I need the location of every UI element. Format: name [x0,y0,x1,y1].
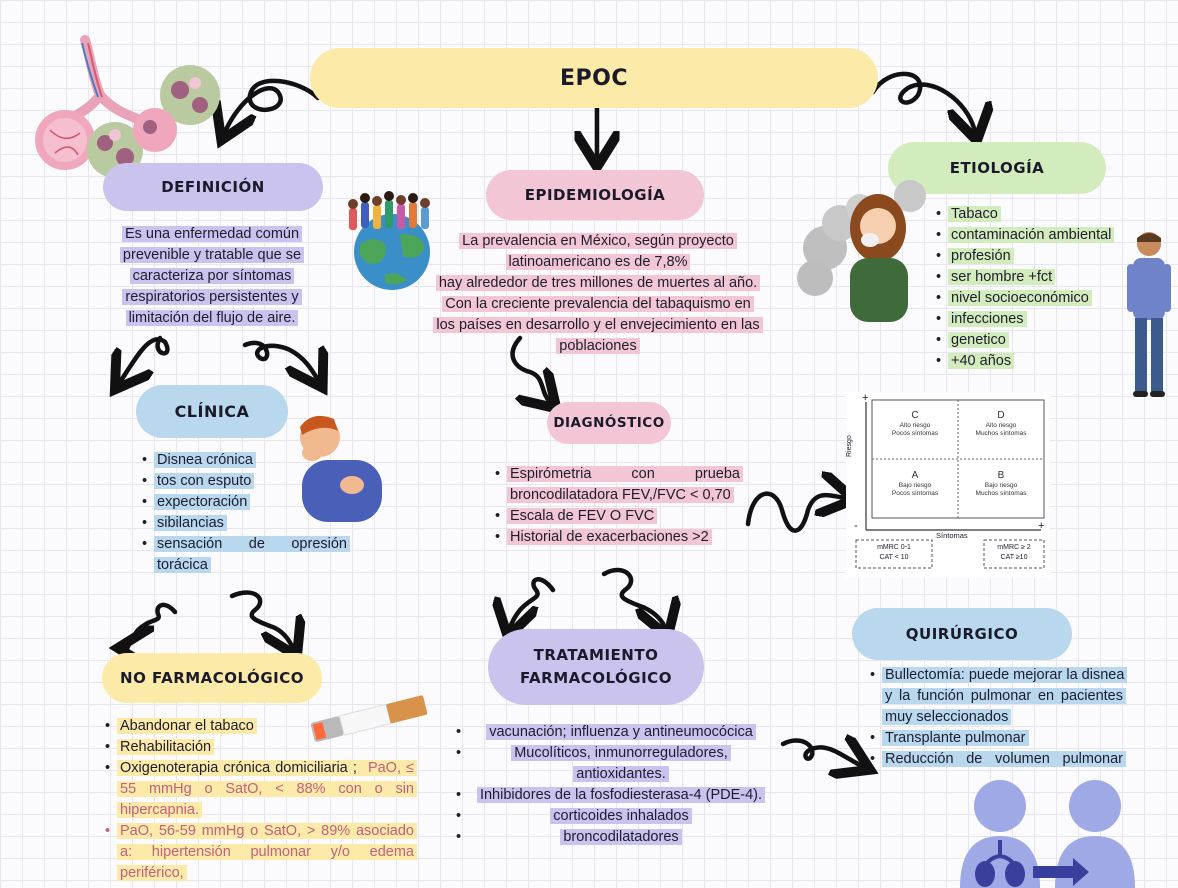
arrow-def-to-clinica-left [120,335,170,382]
etiologia-heading: ETIOLOGÍA [949,159,1045,177]
gold-y-axis-label: Riesgo [846,435,853,457]
definicion-text: Es una enfermedad común prevenible y tra… [96,224,328,329]
epidemiologia-line: Con la creciente prevalencia del tabaqui… [442,296,754,313]
etiologia-item: profesión [934,246,1144,267]
epidemiologia-line: La prevalencia en México, según proyecto [459,233,737,249]
arrow-to-definicion [225,78,321,132]
etiologia-item: +40 años [934,351,1144,372]
tratamiento-list: •vacunación; influenza y antineumocócica… [456,722,784,848]
no-farmacologico-heading-pill: NO FARMACOLÓGICO [102,653,322,703]
lung-alveoli-illustration [35,35,220,178]
quirurgico-item: Transplante pulmonar [868,728,1126,749]
gold-left-box: mMRC 0-1 CAT < 10 [877,544,911,561]
clinica-list: Disnea crónica tos con esputo expectorac… [140,450,350,576]
definicion-line: caracteriza por síntomas [129,268,295,285]
gold-y-plus: + [862,392,869,404]
definicion-heading: DEFINICIÓN [161,178,265,196]
etiologia-heading-pill: ETIOLOGÍA [888,142,1106,194]
quirurgico-heading-pill: QUIRÚRGICO [852,608,1072,660]
arrow-diag-to-tratamiento-right [601,567,665,628]
gold-quadrant-c: C Alto riesgo Pocos síntomas [891,410,939,437]
etiologia-item: contaminación ambiental [934,225,1144,246]
clinica-item: sensación de opresión torácica [140,534,350,576]
diagnostico-item: Espirómetria con prueba broncodilatadora… [493,464,743,506]
arrow-diag-to-chart [745,494,845,533]
gold-quadrant-b: B Bajo riesgo Muchos síntomas [975,470,1027,497]
clinica-heading-pill: CLÍNICA [136,385,288,438]
etiologia-item: nivel socioeconómico [934,288,1144,309]
epidemiologia-heading: EPIDEMIOLOGÍA [524,186,666,204]
diagnostico-heading-pill: DIAGNÓSTICO [547,402,671,444]
clinica-item: sibilancias [140,513,350,534]
arrow-epi-to-diagnostico [510,335,550,402]
definicion-line: Es una enfermedad común [121,226,303,242]
tratamiento-item: •Inhibidores de la fosfodiesterasa-4 (PD… [456,785,784,806]
tratamiento-item: •corticoides inhalados [456,806,784,827]
tratamiento-heading-pill: TRATAMIENTO FARMACOLÓGICO [488,629,704,705]
gold-x-axis-label: Síntomas [936,531,968,540]
no-farmacologico-list: Abandonar el tabaco Rehabilitación Oxige… [103,716,418,884]
earth-crowd-illustration [348,191,430,290]
quirurgico-item: Reducción de volumen pulmonar [868,749,1126,770]
gold-chart: + - + Riesgo Síntomas C Alto riesgo Poco… [846,392,1050,578]
no-farm-item: Abandonar el tabaco [103,716,417,737]
diagnostico-list: Espirómetria con prueba broncodilatadora… [493,464,743,548]
definicion-line: prevenible y tratable que se [119,247,305,264]
etiologia-item: Tabaco [934,204,1144,225]
epidemiologia-text: La prevalencia en México, según proyecto… [420,231,776,357]
epidemiologia-heading-pill: EPIDEMIOLOGÍA [486,170,704,220]
tratamiento-item: •vacunación; influenza y antineumocócica [456,722,784,743]
clinica-item: Disnea crónica [140,450,350,471]
no-farmacologico-heading: NO FARMACOLÓGICO [120,669,304,687]
no-farm-item: PaO, 56-59 mmHg o SatO, > 89% asociado a… [103,821,417,884]
gold-x-plus: + [1038,520,1045,532]
arrow-diag-to-tratamiento-left [510,577,556,628]
lungs-transplant-illustration [960,780,1135,888]
standing-man-illustration [1127,232,1171,397]
arrow-def-to-clinica-right [242,340,318,380]
clinica-item: expectoración [140,492,350,513]
gold-quadrant-d: D Alto riesgo Muchos síntomas [975,410,1027,437]
definicion-heading-pill: DEFINICIÓN [103,163,323,211]
page-title: EPOC [560,65,628,91]
title-pill: EPOC [310,48,878,108]
arrow-clinica-to-nofarm-left [127,602,178,648]
no-farm-item: Rehabilitación [103,737,417,758]
diagnostico-item: Historial de exacerbaciones >2 [493,527,743,548]
epidemiologia-line: hay alrededor de tres millones de muerte… [435,275,761,292]
smoke-coughing-woman-illustration [797,180,926,322]
quirurgico-heading: QUIRÚRGICO [905,625,1019,643]
tratamiento-heading-1: TRATAMIENTO [533,646,659,664]
epidemiologia-line: poblaciones [556,338,640,355]
diagnostico-item: Escala de FEV O FVC [493,506,743,527]
clinica-heading: CLÍNICA [174,402,250,421]
quirurgico-list: Bullectomía: puede mejorar la disnea y l… [868,665,1128,770]
tratamiento-heading-2: FARMACOLÓGICO [520,669,672,687]
definicion-line: limitación del flujo de aire. [125,310,299,327]
no-farm-item: Oxigenoterapia crónica domiciliaria ; Pa… [103,758,418,821]
arrow-clinica-to-nofarm-right [229,590,293,648]
clinica-item: tos con esputo [140,471,350,492]
diagnostico-heading: DIAGNÓSTICO [553,415,665,431]
etiologia-item: genetico [934,330,1144,351]
tratamiento-item: •broncodilatadores [456,827,784,848]
gold-quadrant-a: A Bajo riesgo Pocos síntomas [891,470,939,497]
etiologia-list: Tabaco contaminación ambiental profesión… [934,204,1144,372]
epidemiologia-line: latinoamericano es de 7,8% [505,254,691,271]
arrow-to-etiologia [870,71,975,132]
etiologia-item: infecciones [934,309,1144,330]
definicion-line: respiratorios persistentes y [122,289,302,306]
arrow-trat-to-quirurgico [780,740,862,766]
quirurgico-item: Bullectomía: puede mejorar la disnea y l… [868,665,1128,728]
gold-y-minus: - [854,520,858,532]
gold-right-box: mMRC ≥ 2 CAT ≥10 [997,544,1031,561]
tratamiento-item: •Mucolíticos, inmunorreguladores, antiox… [456,743,784,785]
etiologia-item: ser hombre +fct [934,267,1144,288]
epidemiologia-line: los países en desarrollo y el envejecimi… [433,317,763,334]
